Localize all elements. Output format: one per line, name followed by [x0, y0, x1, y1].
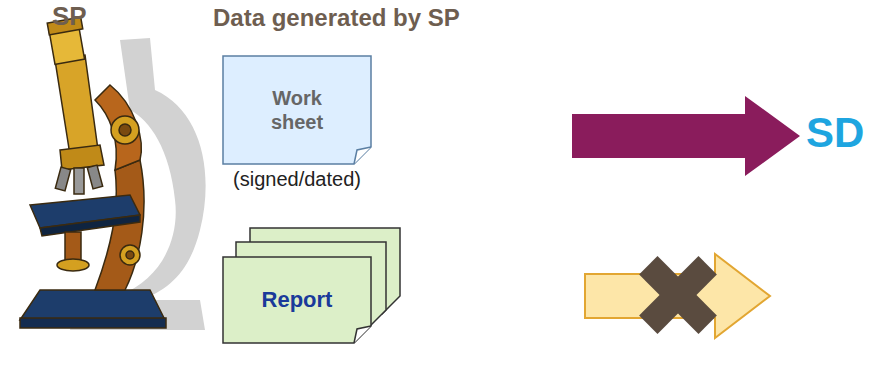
report-page: Report	[222, 256, 372, 344]
box-outline	[222, 55, 372, 165]
folded-corner	[354, 326, 371, 343]
box-text: Work sheet	[257, 86, 337, 134]
page-shape	[223, 56, 371, 164]
folded-corner	[354, 147, 371, 164]
blocked-arrow	[585, 254, 770, 338]
note-label: (signed/dated)	[222, 168, 372, 190]
destination-label: SD	[806, 110, 864, 156]
microscope	[20, 17, 166, 328]
worksheet-box: Work sheet	[222, 55, 372, 165]
page-shape	[223, 257, 371, 343]
diagram-title: Data generated by SP	[213, 4, 460, 32]
microscope-shadow	[70, 38, 206, 330]
box-text: Report	[262, 287, 333, 313]
cross-mark	[639, 256, 717, 334]
device-label: SP	[52, 2, 87, 31]
arrow-to-sd	[572, 96, 800, 176]
